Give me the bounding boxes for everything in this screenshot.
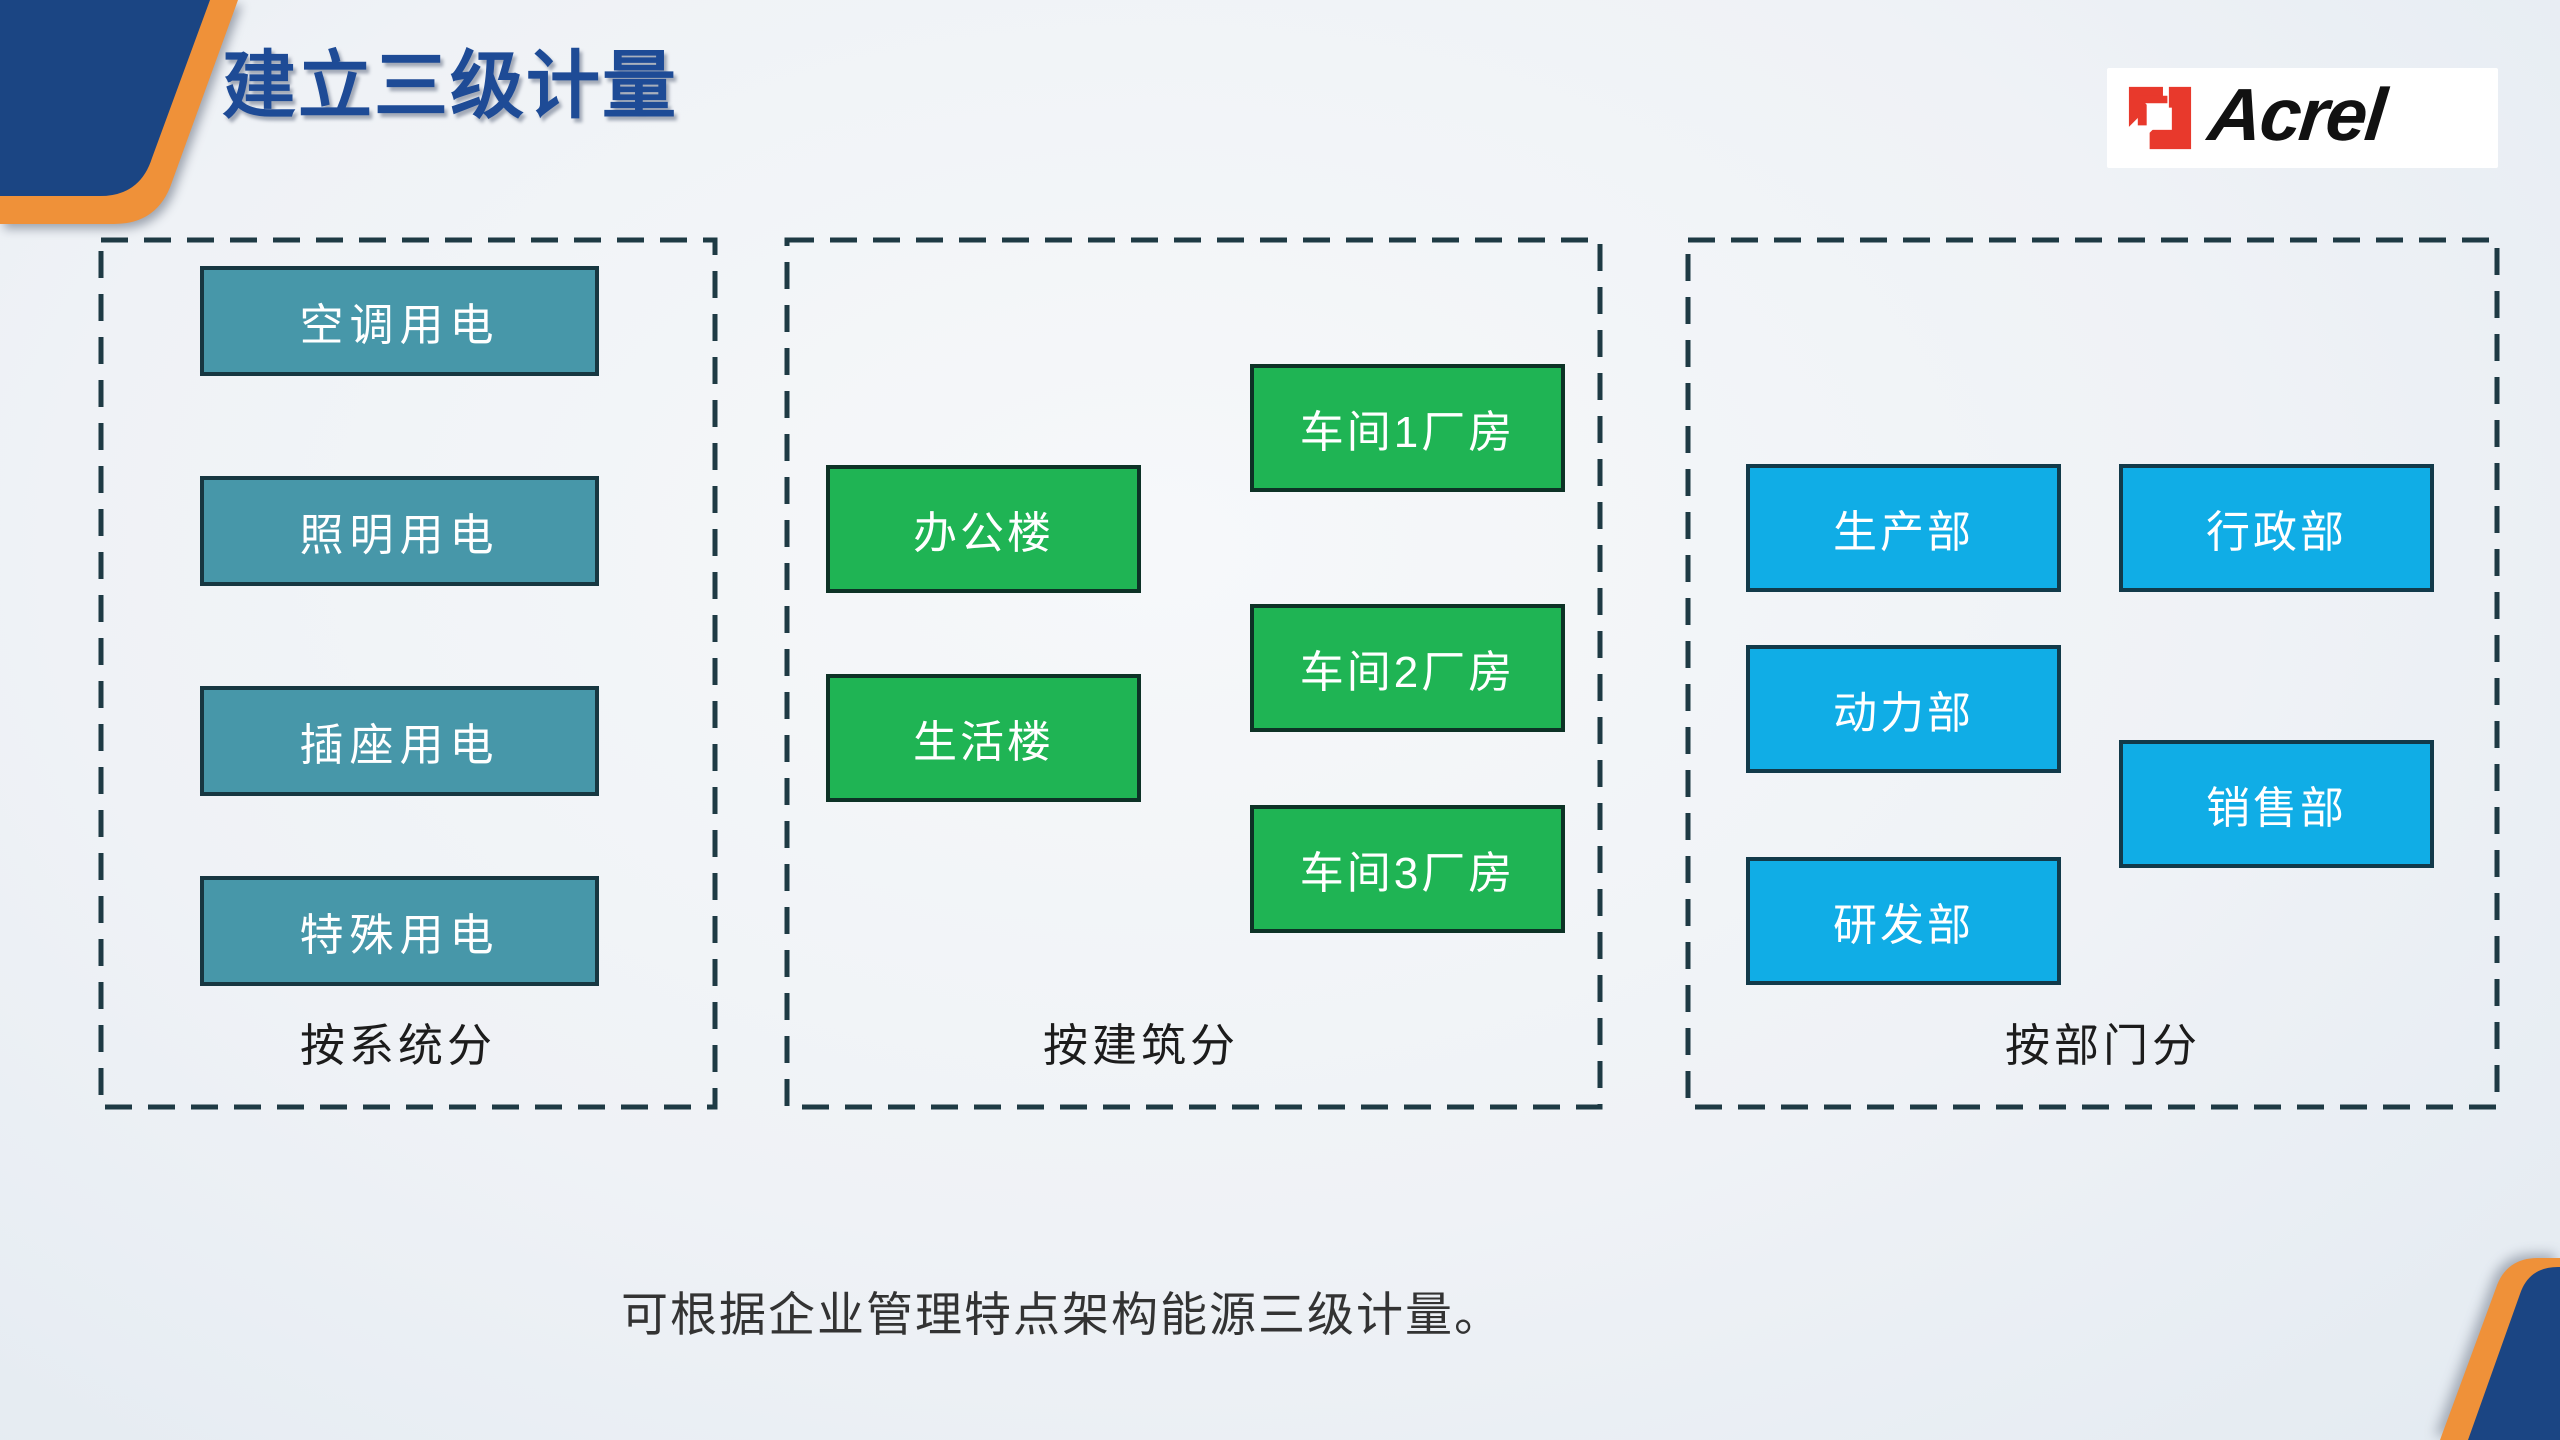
label-by-department: 按部门分 [2004,1020,2202,1071]
group-by-system: 空调用电 照明用电 插座用电 特殊用电 按系统分 [98,237,718,1110]
box-rd-dept: 研发部 [1746,857,2061,985]
group-by-building: 办公楼 生活楼 车间1厂房 车间2厂房 车间3厂房 按建筑分 [784,237,1603,1110]
box-power-dept: 动力部 [1746,645,2061,773]
box-workshop-2: 车间2厂房 [1250,604,1565,732]
acrel-logo-text: Acrel [2204,73,2389,156]
box-admin-dept: 行政部 [2119,464,2434,592]
acrel-logo: Acrel [2107,68,2498,168]
corner-decoration-bottom-right [2440,1258,2560,1440]
box-office-building: 办公楼 [826,465,1141,593]
box-workshop-3: 车间3厂房 [1250,805,1565,933]
label-by-system: 按系统分 [299,1020,497,1071]
box-production-dept: 生产部 [1746,464,2061,592]
box-lighting-power: 照明用电 [200,476,599,586]
acrel-logo-icon [2128,86,2192,150]
dashed-border [1685,237,2500,1110]
page-title: 建立三级计量 [222,44,678,127]
dashed-border [98,237,718,1110]
footer-note: 可根据企业管理特点架构能源三级计量。 [621,1288,1503,1341]
label-by-building: 按建筑分 [1042,1020,1240,1071]
group-by-department: 生产部 动力部 研发部 行政部 销售部 按部门分 [1685,237,2500,1110]
box-air-conditioning-power: 空调用电 [200,266,599,376]
box-special-power: 特殊用电 [200,876,599,986]
box-workshop-1: 车间1厂房 [1250,364,1565,492]
dashed-border [784,237,1603,1110]
box-living-building: 生活楼 [826,674,1141,802]
box-socket-power: 插座用电 [200,686,599,796]
box-sales-dept: 销售部 [2119,740,2434,868]
